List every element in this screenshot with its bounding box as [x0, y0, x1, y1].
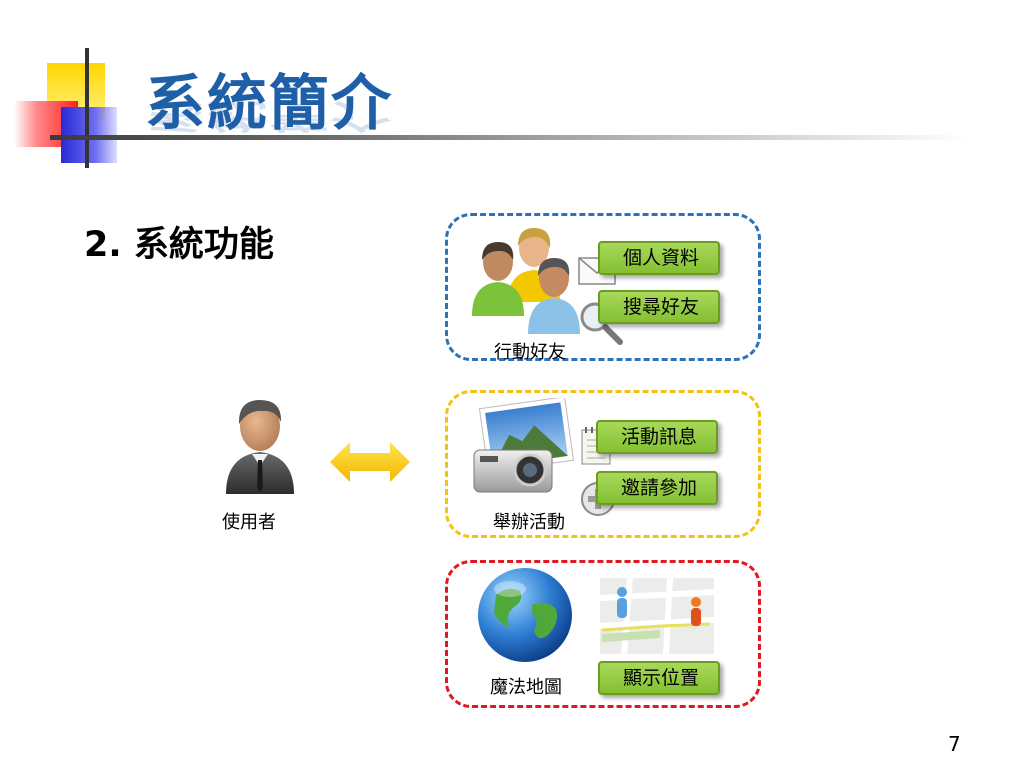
tag-invite-join[interactable]: 邀請參加 [596, 471, 718, 505]
people-group-icon [472, 228, 580, 334]
businessman-icon [226, 400, 294, 494]
group-host-event [445, 390, 761, 538]
title-underline [50, 135, 970, 140]
group-label-host-event: 舉辦活動 [493, 512, 565, 533]
photo-camera-icon [473, 398, 575, 493]
slide-subtitle: 2. 系統功能 [84, 225, 274, 265]
decor-vertical-line [85, 48, 89, 168]
slide-title: 系統簡介 [145, 69, 393, 139]
tag-show-location[interactable]: 顯示位置 [598, 661, 720, 695]
slide-title-reflection: 系統簡介 [145, 96, 393, 135]
tag-personal-info[interactable]: 個人資料 [598, 241, 720, 275]
group-label-magic-map: 魔法地圖 [490, 677, 562, 698]
tag-search-friends[interactable]: 搜尋好友 [598, 290, 720, 324]
page-number: 7 [948, 732, 961, 756]
map-location-icon [600, 578, 714, 654]
group-magic-map [445, 560, 761, 708]
user-label: 使用者 [222, 512, 276, 533]
group-mobile-friends [445, 213, 761, 361]
tag-event-info[interactable]: 活動訊息 [596, 420, 718, 454]
double-arrow-icon [330, 442, 410, 482]
globe-icon [478, 568, 572, 662]
group-label-mobile-friends: 行動好友 [494, 342, 566, 363]
